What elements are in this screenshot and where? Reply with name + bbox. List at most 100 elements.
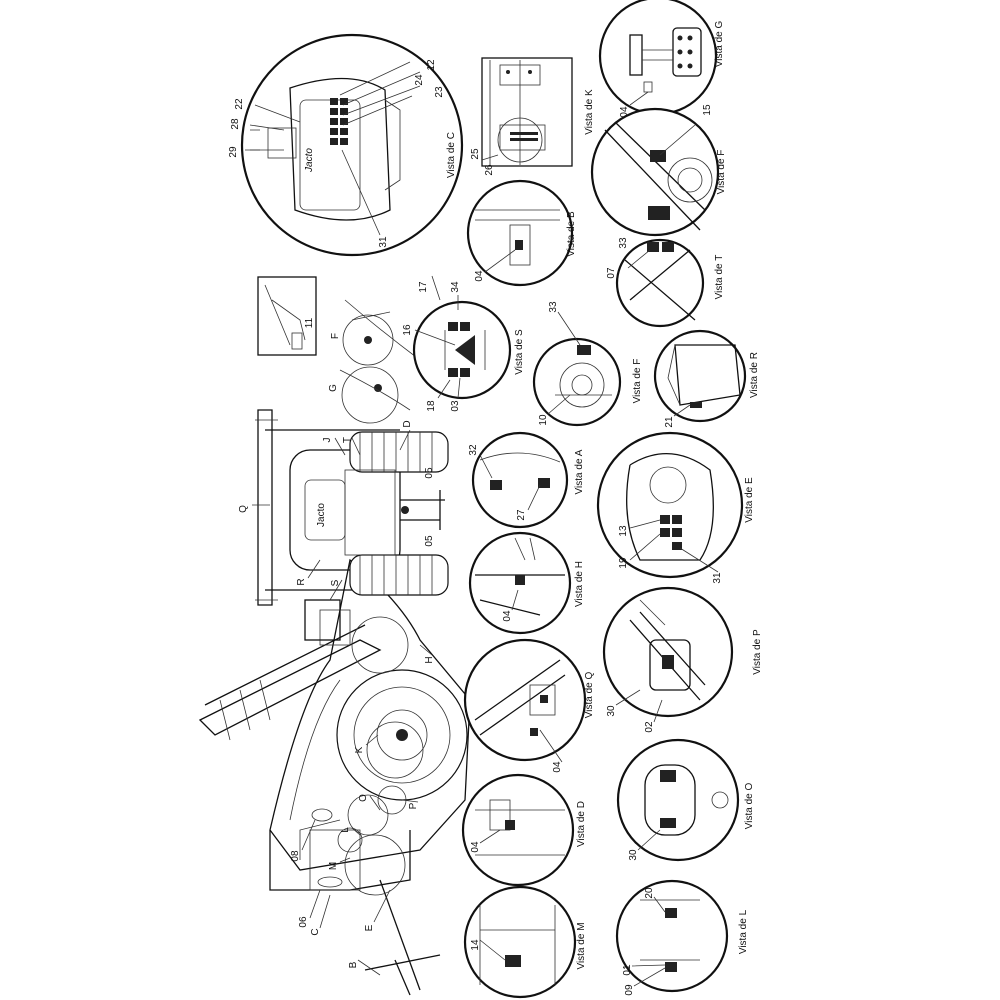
num-19: 19 — [618, 557, 629, 569]
letter-m: M — [328, 862, 339, 870]
label-vista-l: Vista de L — [738, 909, 749, 954]
view-d-detail — [461, 773, 575, 887]
rear-logo: Jacto — [316, 503, 327, 527]
num-24: 24 — [414, 74, 425, 86]
num-14: 14 — [470, 939, 481, 951]
num-25: 25 — [470, 148, 481, 160]
view-b-detail — [466, 179, 574, 287]
num-13: 13 — [618, 525, 629, 537]
view-g-detail — [598, 0, 718, 116]
view-k-detail — [481, 57, 573, 167]
num-31-c: 31 — [378, 236, 389, 248]
label-vista-f-top: Vista de F — [716, 150, 727, 195]
num-08: 08 — [290, 850, 301, 862]
num-15: 15 — [702, 104, 713, 116]
view-q-detail — [463, 638, 587, 762]
view-a-detail — [471, 431, 569, 529]
label-vista-h: Vista de H — [574, 561, 585, 607]
num-18: 18 — [426, 400, 437, 412]
letter-r: R — [296, 578, 307, 585]
num-29: 29 — [228, 146, 239, 158]
num-20: 20 — [644, 887, 655, 899]
letter-j: J — [322, 438, 333, 443]
view-labels: Vista de C Vista de G Vista de K Vista d… — [446, 21, 763, 970]
num-21: 21 — [664, 416, 675, 428]
letter-q: Q — [238, 505, 249, 513]
label-vista-m: Vista de M — [576, 922, 587, 969]
view-m-detail — [463, 885, 577, 999]
num-34: 34 — [450, 281, 461, 293]
letter-l: L — [340, 827, 351, 833]
num-04-g: 04 — [619, 106, 630, 118]
view-h-detail — [468, 531, 572, 635]
view-f-detail-mid — [532, 337, 622, 427]
letter-c: C — [310, 928, 321, 935]
label-vista-s: Vista de S — [514, 329, 525, 375]
label-vista-k: Vista de K — [584, 89, 595, 135]
num-11: 11 — [304, 317, 315, 328]
num-04-q: 04 — [552, 761, 563, 773]
num-02: 02 — [644, 721, 655, 733]
num-30-o: 30 — [628, 849, 639, 861]
num-01: 01 — [622, 964, 633, 976]
num-26: 26 — [484, 164, 495, 176]
leader-lines — [252, 275, 719, 987]
num-04-h: 04 — [502, 610, 513, 622]
letter-h: H — [424, 656, 435, 663]
num-04-d: 04 — [470, 841, 481, 853]
num-28: 28 — [230, 118, 241, 130]
num-04-b: 04 — [474, 270, 485, 282]
num-32: 32 — [468, 444, 479, 456]
label-vista-d: Vista de D — [576, 801, 587, 847]
letter-o: O — [358, 794, 369, 802]
letter-s: S — [330, 579, 341, 586]
num-16: 16 — [402, 324, 413, 336]
view-f-detail-top — [590, 107, 720, 237]
num-27: 27 — [516, 509, 527, 521]
label-vista-q: Vista de Q — [584, 672, 595, 719]
upper-details — [257, 276, 421, 424]
num-17: 17 — [418, 281, 429, 293]
letter-p: P — [408, 802, 419, 809]
letter-d: D — [402, 420, 413, 427]
view-l-detail — [615, 879, 729, 993]
view-c-logo: Jacto — [304, 148, 315, 173]
part-numbers: 12 24 23 22 28 29 31 04 15 25 26 04 33 0… — [228, 59, 723, 996]
callout-letters: Q J T D R S F G H K O P L M C E B — [238, 333, 435, 968]
view-t-detail — [615, 238, 705, 328]
label-vista-c: Vista de C — [446, 132, 457, 178]
letter-g: G — [328, 384, 339, 392]
num-07: 07 — [606, 267, 617, 279]
view-p-detail — [602, 586, 734, 718]
label-vista-e: Vista de E — [744, 477, 755, 523]
num-22: 22 — [234, 98, 245, 110]
view-r-detail — [653, 329, 747, 423]
label-vista-a: Vista de A — [574, 449, 585, 494]
view-s-detail — [412, 300, 512, 400]
num-12: 12 — [426, 59, 437, 71]
label-vista-r: Vista de R — [749, 352, 760, 398]
letter-t: T — [342, 437, 353, 443]
num-33-f: 33 — [548, 301, 559, 313]
label-vista-f-mid: Vista de F — [632, 359, 643, 404]
letter-f: F — [330, 333, 341, 339]
num-03: 03 — [450, 400, 461, 412]
label-vista-b: Vista de B — [566, 211, 577, 257]
num-05-top: 05 — [424, 467, 435, 479]
num-33-t: 33 — [618, 237, 629, 249]
num-30-p: 30 — [606, 705, 617, 717]
letter-k: K — [354, 746, 365, 753]
label-vista-p: Vista de P — [752, 629, 763, 675]
num-23: 23 — [434, 86, 445, 98]
label-vista-g: Vista de G — [714, 21, 725, 68]
num-06: 06 — [298, 916, 309, 928]
num-10: 10 — [538, 414, 549, 426]
view-e-detail — [596, 431, 744, 579]
num-31-e: 31 — [712, 572, 723, 584]
letter-e: E — [364, 924, 375, 931]
num-05-bottom: 05 — [424, 535, 435, 547]
view-o-detail — [616, 738, 740, 862]
letter-b: B — [348, 961, 359, 968]
view-c-detail: Jacto — [240, 33, 464, 257]
